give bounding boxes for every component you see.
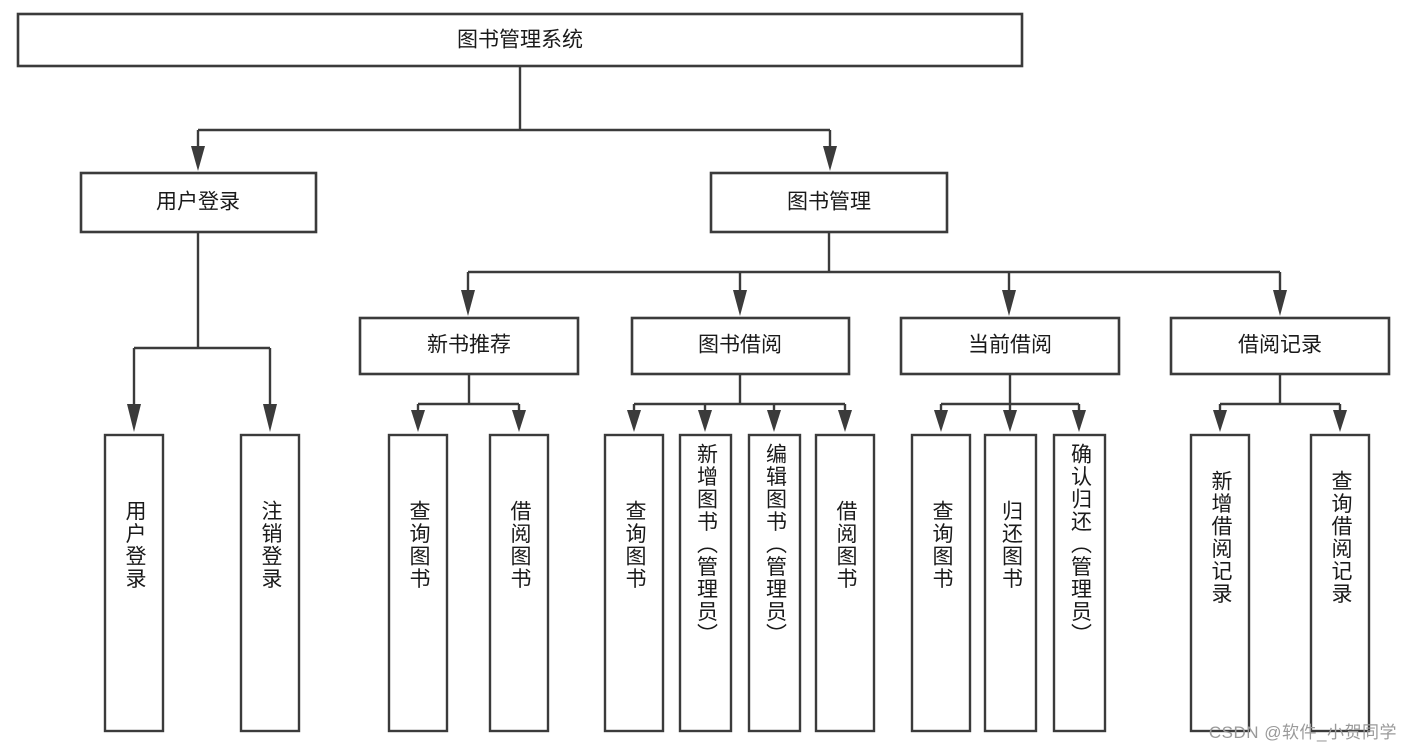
borrow-record-label: 借阅记录 [1238, 334, 1322, 357]
arrow-book-borrow-leaf1-icon [627, 410, 641, 432]
node-user-login[interactable]: 用户登录 [79, 171, 318, 234]
book-management-label: 图书管理 [787, 191, 871, 214]
node-new-book-recommend[interactable]: 新书推荐 [358, 316, 580, 376]
new-book-recommend-label: 新书推荐 [427, 334, 511, 357]
book-management-box[interactable] [709, 171, 949, 234]
root-box[interactable] [16, 12, 1024, 68]
root-label: 图书管理系统 [457, 29, 583, 52]
leaf-box-book-borrow-1[interactable] [603, 433, 665, 733]
leaf-box-user-login-1[interactable] [103, 433, 165, 733]
arrow-user-login-leaf2-icon [263, 404, 277, 432]
leaf-box-user-login-2[interactable] [239, 433, 301, 733]
edges-new-book-to-leaves [411, 374, 526, 432]
arrow-borrow-record-leaf2-icon [1333, 410, 1347, 432]
new-book-recommend-box[interactable] [358, 316, 580, 376]
leaf-box-new-book-1[interactable] [387, 433, 449, 733]
arrow-book-borrow-leaf2-icon [698, 410, 712, 432]
edges-root-to-level2 [191, 66, 837, 171]
leaf-box-current-borrow-1[interactable] [910, 433, 972, 733]
leaf-box-book-borrow-2[interactable] [678, 433, 733, 733]
node-borrow-record[interactable]: 借阅记录 [1169, 316, 1391, 376]
leaf-box-current-borrow-2[interactable] [983, 433, 1038, 733]
node-current-borrow[interactable]: 当前借阅 [899, 316, 1121, 376]
node-root[interactable]: 图书管理系统 [16, 12, 1024, 68]
watermark-text: CSDN @软件_小贺同学 [1208, 723, 1397, 742]
leaf-box-new-book-2[interactable] [488, 433, 550, 733]
edges-borrow-record-to-leaves [1213, 374, 1347, 432]
leaf-box-book-borrow-4[interactable] [814, 433, 876, 733]
arrow-book-borrow-leaf4-icon [838, 410, 852, 432]
arrow-book-borrow-leaf3-icon [767, 410, 781, 432]
arrow-new-book-leaf1-icon [411, 410, 425, 432]
book-borrow-box[interactable] [630, 316, 851, 376]
node-book-borrow[interactable]: 图书借阅 [630, 316, 851, 376]
edges-book-mgmt-to-level3 [461, 232, 1287, 316]
arrow-to-new-book-icon [461, 290, 475, 316]
book-borrow-label: 图书借阅 [698, 334, 782, 357]
arrow-user-login-leaf1-icon [127, 404, 141, 432]
current-borrow-box[interactable] [899, 316, 1121, 376]
node-book-management[interactable]: 图书管理 [709, 171, 949, 234]
arrow-borrow-record-leaf1-icon [1213, 410, 1227, 432]
arrow-current-borrow-leaf2-icon [1003, 410, 1017, 432]
arrow-to-current-borrow-icon [1002, 290, 1016, 316]
leaf-box-borrow-record-1[interactable] [1189, 433, 1251, 733]
leaf-box-borrow-record-2[interactable] [1309, 433, 1371, 733]
leaf-box-current-borrow-3[interactable] [1052, 433, 1107, 733]
arrow-to-book-mgmt-icon [823, 146, 837, 171]
leaf-box-book-borrow-3[interactable] [747, 433, 802, 733]
edges-book-borrow-to-leaves [627, 374, 852, 432]
arrow-current-borrow-leaf1-icon [934, 410, 948, 432]
borrow-record-box[interactable] [1169, 316, 1391, 376]
edges-user-login-to-leaves [127, 232, 277, 432]
arrow-to-user-login-icon [191, 146, 205, 171]
current-borrow-label: 当前借阅 [968, 334, 1052, 357]
user-login-label: 用户登录 [156, 191, 240, 214]
arrow-new-book-leaf2-icon [512, 410, 526, 432]
arrow-to-book-borrow-icon [733, 290, 747, 316]
arrow-to-borrow-record-icon [1273, 290, 1287, 316]
edges-current-borrow-to-leaves [934, 374, 1086, 432]
arrow-current-borrow-leaf3-icon [1072, 410, 1086, 432]
